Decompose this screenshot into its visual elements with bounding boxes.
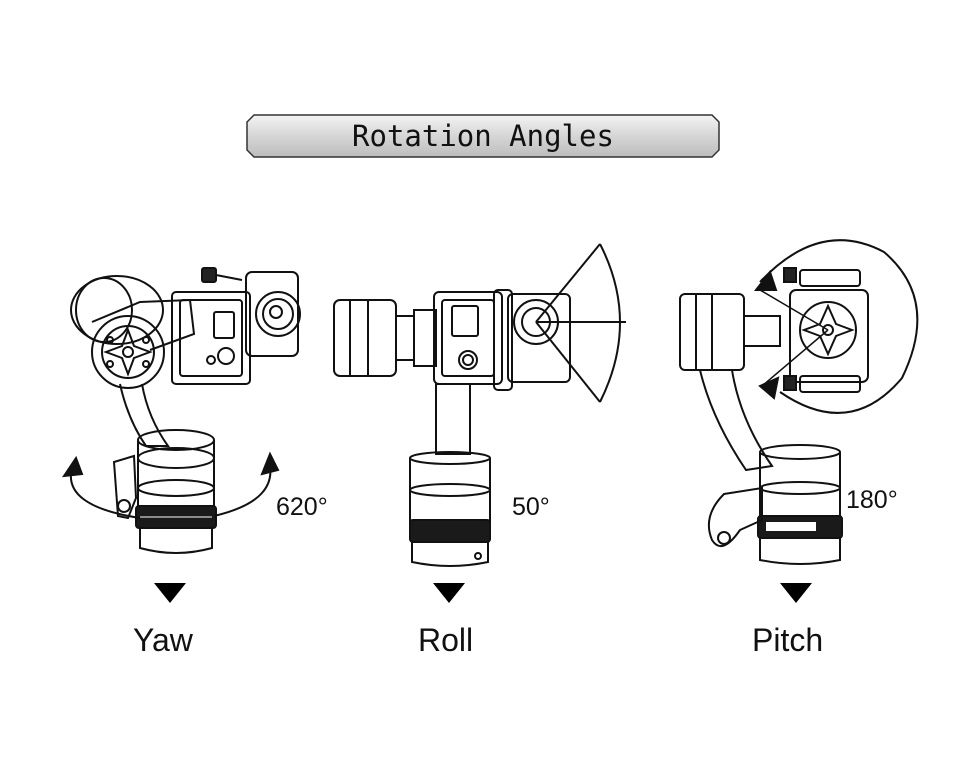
yaw-angle-label: 620° [276,493,328,521]
roll-axis-label: Roll [418,622,474,658]
yaw-down-arrow-icon [154,583,186,603]
yaw-gimbal-drawing [61,267,301,554]
pitch-angle-label: 180° [846,486,898,514]
title-banner-shape [246,114,720,158]
pitch-gimbal-drawing [679,239,919,565]
roll-angle-label: 50° [512,493,550,521]
title-banner: Rotation Angles [246,114,720,158]
yaw-axis-label: Yaw [133,622,193,658]
roll-down-arrow-icon [433,583,465,603]
diagram-title: Rotation Angles [352,119,614,153]
roll-gimbal-drawing [333,243,626,567]
pitch-axis-label: Pitch [752,622,824,658]
pitch-down-arrow-icon [780,583,812,603]
